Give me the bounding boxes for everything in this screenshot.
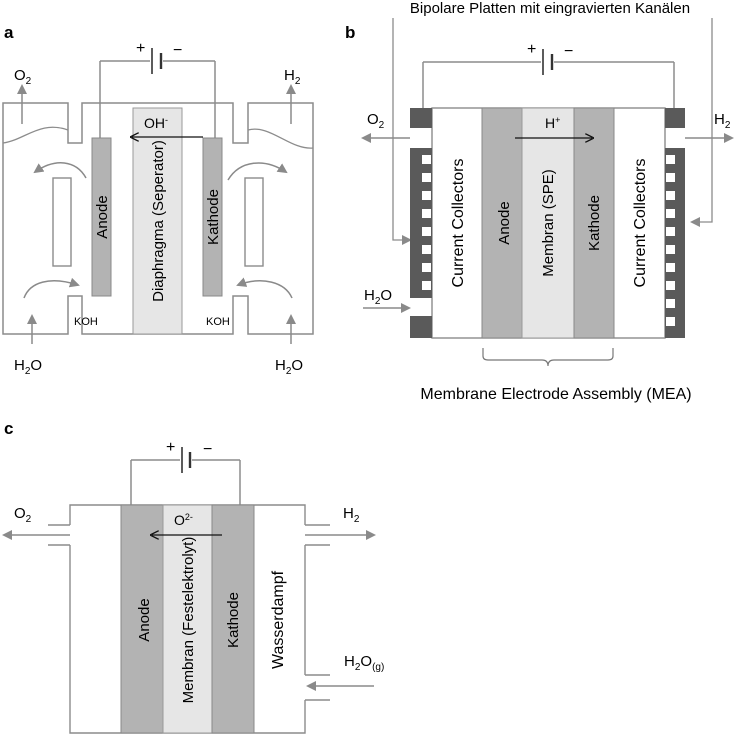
bipolar-plates-title: Bipolare Platten mit eingravierten Kanäl… bbox=[410, 0, 690, 17]
ion-label-c: O2- bbox=[174, 512, 193, 528]
h2-label-b: H2 bbox=[714, 111, 731, 131]
h2o-g-label: H2O(g) bbox=[344, 653, 384, 673]
ion-label-a: OH- bbox=[144, 115, 168, 131]
flow-arrow bbox=[236, 277, 293, 299]
h2o-label-b: H2O bbox=[364, 287, 392, 307]
minus-sign: − bbox=[564, 43, 573, 60]
cathode-label: Kathode bbox=[205, 189, 222, 245]
plate-left-channels bbox=[410, 148, 432, 298]
o2-label-a: O2 bbox=[14, 67, 32, 87]
flow-arrow bbox=[227, 162, 288, 181]
anode-a bbox=[91, 137, 112, 297]
panel-a-letter: a bbox=[4, 23, 14, 42]
panel-c: c + − Anode Membran (Festelektrolyt) Kat… bbox=[2, 419, 384, 734]
anode-b bbox=[481, 107, 523, 339]
cathode-label: Kathode bbox=[586, 195, 603, 251]
mea-label: Membrane Electrode Assembly (MEA) bbox=[420, 386, 691, 403]
plate-channels bbox=[422, 155, 675, 326]
cathode-c bbox=[211, 504, 255, 734]
h2-label-c: H2 bbox=[343, 505, 360, 525]
plate-left-top bbox=[410, 108, 432, 128]
panel-a: a + − Anode Diaphragma (Seperator) Katho… bbox=[2, 23, 314, 377]
anode-c bbox=[120, 504, 164, 734]
collector-left-label: Current Collectors bbox=[450, 159, 467, 288]
steam-label: Wasserdampf bbox=[270, 570, 287, 669]
anode-label: Anode bbox=[496, 201, 513, 244]
collector-right-label: Current Collectors bbox=[632, 159, 649, 288]
h2o-label-a-right: H2O bbox=[275, 357, 303, 377]
h2o-label-a-left: H2O bbox=[14, 357, 42, 377]
membrane-b bbox=[521, 107, 575, 339]
o2-label-b: O2 bbox=[367, 111, 385, 131]
membrane-label: Membran (Festelektrolyt) bbox=[180, 537, 197, 704]
anode-label: Anode bbox=[136, 598, 153, 641]
plate-right-top bbox=[665, 108, 685, 128]
anode-label: Anode bbox=[94, 195, 111, 238]
cathode-a bbox=[202, 137, 223, 297]
flow-arrow bbox=[33, 162, 87, 179]
baffle-left bbox=[52, 177, 72, 267]
o2-label-c: O2 bbox=[14, 505, 32, 525]
title-pointer-left bbox=[392, 18, 412, 245]
title-pointer-right bbox=[690, 18, 713, 227]
h2-label-a: H2 bbox=[284, 67, 301, 87]
separator-label: Diaphragma (Seperator) bbox=[150, 140, 167, 302]
koh-label-left: KOH bbox=[74, 316, 98, 328]
panel-b: b Bipolare Platten mit eingravierten Kan… bbox=[345, 0, 734, 403]
panel-b-letter: b bbox=[345, 23, 355, 42]
membrane-c bbox=[162, 504, 213, 734]
ion-label-b: H+ bbox=[545, 115, 560, 131]
baffle-right bbox=[244, 177, 264, 267]
cathode-label: Kathode bbox=[225, 592, 242, 648]
minus-sign: − bbox=[173, 42, 182, 59]
cathode-b bbox=[573, 107, 615, 339]
plus-sign: + bbox=[136, 40, 145, 57]
membrane-label: Membran (SPE) bbox=[540, 169, 557, 277]
plate-left-bottom bbox=[410, 316, 432, 338]
plus-sign: + bbox=[527, 41, 536, 58]
mea-brace bbox=[482, 348, 614, 367]
panel-c-letter: c bbox=[4, 419, 13, 438]
separator-a bbox=[132, 107, 183, 335]
plus-sign: + bbox=[166, 439, 175, 456]
flow-arrow bbox=[23, 277, 80, 299]
vessel bbox=[2, 102, 314, 335]
koh-label-right: KOH bbox=[206, 316, 230, 328]
minus-sign: − bbox=[203, 441, 212, 458]
